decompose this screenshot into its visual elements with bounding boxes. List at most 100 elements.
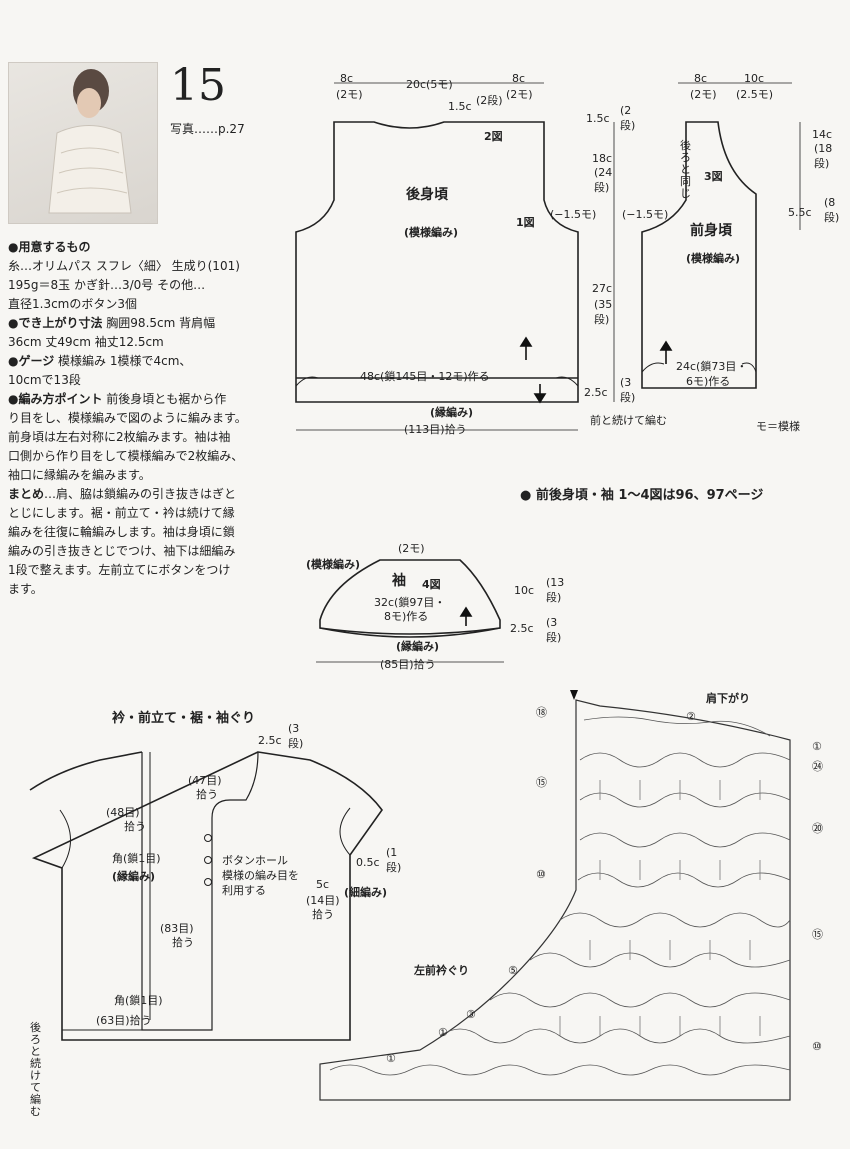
row-marker-r20: ⑳ xyxy=(812,822,823,835)
row-marker-3: ③ xyxy=(466,1008,476,1021)
sleeve-border-rows: (3段) xyxy=(546,616,562,644)
armhole-5c: 5c xyxy=(316,878,330,891)
dim-2-5c-rows: (3段) xyxy=(620,376,636,404)
back-hem-cast: 48c(鎖145目・12モ)作る xyxy=(360,370,490,383)
front-top-r: 10c xyxy=(744,72,765,85)
dim-1-5c: 1.5c xyxy=(586,112,610,125)
pick-63: (63目)拾う xyxy=(96,1014,152,1027)
row-marker-r15: ⑮ xyxy=(812,928,823,941)
legend-pattern: モ＝模様 xyxy=(756,420,800,433)
dim-1-5c-rows: (2段) xyxy=(620,104,636,132)
row-marker-r1: ① xyxy=(812,740,822,753)
front-body-outline xyxy=(641,121,757,389)
assembly-top: 2.5c xyxy=(258,734,282,747)
front-fig3: 3図 xyxy=(704,170,723,183)
armhole-rows: (1段) xyxy=(386,846,402,874)
pattern-number: 15 xyxy=(170,60,226,111)
shoulder-slope: 肩下がり xyxy=(706,692,750,705)
photo-figure xyxy=(48,69,132,214)
garment-photo xyxy=(8,62,158,224)
buttonhole-3: 利用する xyxy=(222,884,266,897)
back-top-mid: 20c(5モ) xyxy=(406,78,453,91)
dim-27c: 27c xyxy=(592,282,613,295)
photo-reference: 写真……p.27 xyxy=(170,122,245,136)
sleeve-cast: 32c(鎖97目・ xyxy=(374,596,446,609)
assembly-title: 衿・前立て・裾・袖ぐり xyxy=(112,711,256,726)
sleeve-outline xyxy=(319,559,501,635)
pick-83-b: 拾う xyxy=(172,936,194,949)
back-neck-rows: (2段) xyxy=(476,94,503,107)
row-marker-r10: ⑩ xyxy=(812,1040,822,1053)
armhole-14: (14目) xyxy=(306,894,340,907)
armhole-pickup: 拾う xyxy=(312,908,334,921)
row-marker-15: ⑮ xyxy=(536,776,547,789)
sleeve-pattern: (模様編み) xyxy=(306,558,361,571)
instructions-text: ●用意するもの 糸…オリムパス スフレ〈細〉 生成り(101) 195g＝8玉 … xyxy=(8,240,247,596)
back-neck: 1.5c xyxy=(448,100,472,113)
front-top-r-m: (2.5モ) xyxy=(736,88,774,101)
sleeve-pickup: (85目)拾う xyxy=(380,658,436,671)
dim-18c: 18c xyxy=(592,152,613,165)
sleeve-title: 袖 xyxy=(392,573,406,589)
front-cast-2: 6モ)作る xyxy=(686,375,731,388)
back-top-left-m: (2モ) xyxy=(336,88,363,101)
back-pattern: (模様編み) xyxy=(404,226,459,239)
sleeve-border-height: 2.5c xyxy=(510,622,534,635)
sleeve-top: (2モ) xyxy=(398,542,425,555)
front-top-l-m: (2モ) xyxy=(690,88,717,101)
front-title: 前身頃 xyxy=(690,223,732,239)
dim-27c-rows: (35段) xyxy=(594,298,613,326)
figure-caption: ● 前後身頃・袖 1〜4図は96、97ページ xyxy=(520,488,764,503)
back-top-right-m: (2モ) xyxy=(506,88,533,101)
collar-pickup: (47目) xyxy=(188,774,222,787)
dim-14c-rows: (18段) xyxy=(814,142,833,170)
pick-83: (83目) xyxy=(160,922,194,935)
front-48-b: 拾う xyxy=(124,820,146,833)
button-1 xyxy=(204,834,212,842)
sleeve-height-rows: (13段) xyxy=(546,576,565,604)
back-fig2: 2図 xyxy=(484,130,503,143)
sleeve-fig: 4図 xyxy=(422,578,441,591)
buttonhole: ボタンホール xyxy=(222,854,288,867)
row-marker-5: ⑤ xyxy=(508,964,518,977)
front-48: (48目) xyxy=(106,806,140,819)
button-2 xyxy=(204,856,212,864)
back-top-left: 8c xyxy=(340,72,354,85)
back-pickup: (113目)拾う xyxy=(404,423,467,436)
front-pattern: (模様編み) xyxy=(686,252,741,265)
corner-2: 角(鎖1目) xyxy=(114,994,163,1007)
sleeve-cast-2: 8モ)作る xyxy=(384,610,429,623)
dim-14c: 14c xyxy=(812,128,833,141)
row-marker-18: ⑱ xyxy=(536,706,547,719)
front-top-l: 8c xyxy=(694,72,708,85)
assembly-top-rows: (3段) xyxy=(288,722,304,750)
front-side-dec: (−1.5モ) xyxy=(622,208,669,221)
crochet-chart xyxy=(319,699,791,1101)
back-title: 後身頃 xyxy=(406,187,448,203)
assembly-border: (縁編み) xyxy=(112,870,156,883)
sleeve-border: (縁編み) xyxy=(396,640,440,653)
dim-5-5c: 5.5c xyxy=(788,206,812,219)
button-3 xyxy=(204,878,212,886)
front-same-as-back: 後ろと同じ xyxy=(680,139,691,200)
continue-back: 後ろと続けて編む xyxy=(30,1021,41,1118)
corner-1: 角(鎖1目) xyxy=(112,852,161,865)
row-marker-1b: ① xyxy=(386,1052,396,1065)
dim-18c-rows: (24段) xyxy=(594,166,613,194)
left-front-neckline: 左前衿ぐり xyxy=(414,964,469,977)
buttonhole-2: 模様の編み目を xyxy=(222,869,299,882)
front-continue: 前と続けて編む xyxy=(590,414,667,427)
back-body-outline xyxy=(295,121,579,403)
row-marker-r24: ㉔ xyxy=(812,760,823,773)
row-marker-2: ② xyxy=(686,710,696,723)
sleeve-height: 10c xyxy=(514,584,535,597)
back-border: (縁編み) xyxy=(430,406,474,419)
row-marker-1a: ① xyxy=(438,1026,448,1039)
armhole-depth: 0.5c xyxy=(356,856,380,869)
back-side-dec: (−1.5モ) xyxy=(550,208,597,221)
row-marker-10: ⑩ xyxy=(536,868,546,881)
armhole-sc: (細編み) xyxy=(344,886,388,899)
assembled-outline xyxy=(29,751,383,1041)
dim-5-5c-rows: (8段) xyxy=(824,196,840,224)
